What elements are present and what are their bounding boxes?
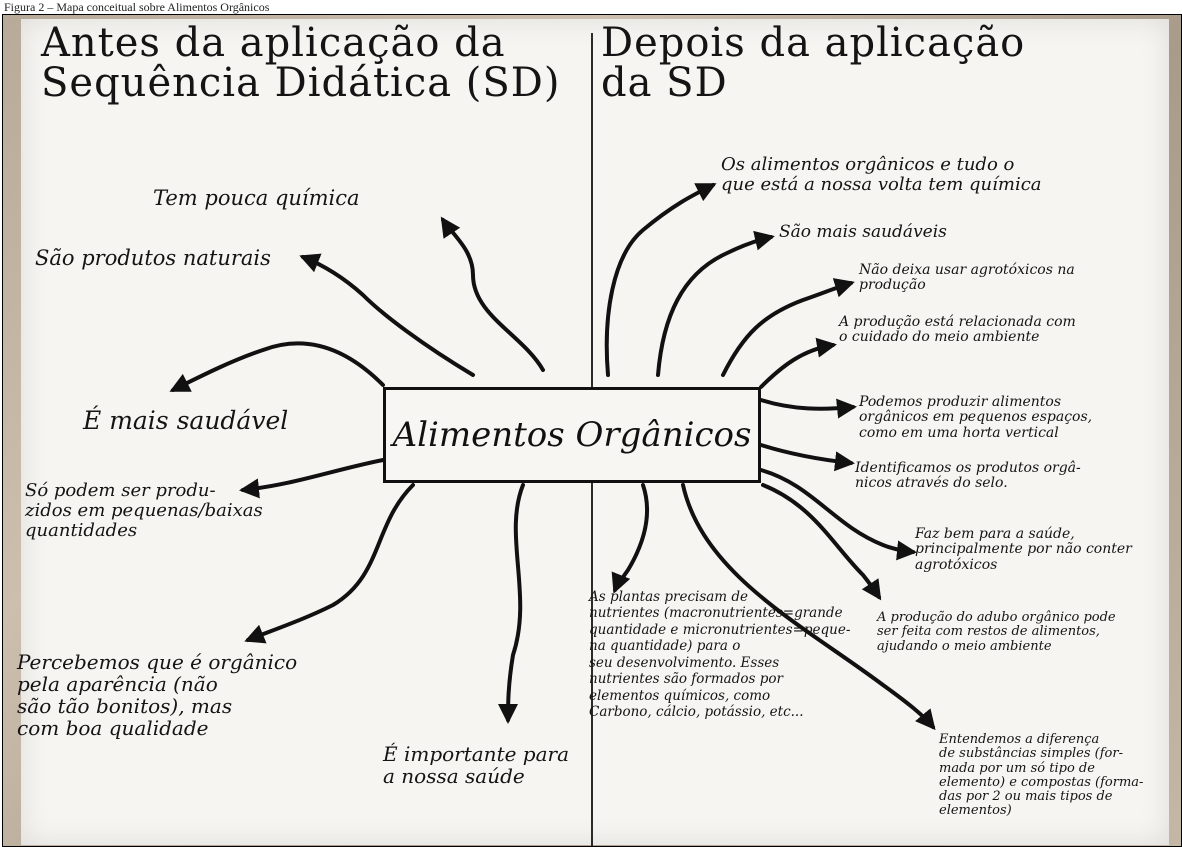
arrow-faz-bem-saude	[759, 468, 917, 561]
right-item-nutrientes: As plantas precisam de nutrientes (macro…	[589, 589, 851, 721]
arrow-adubo-organico	[761, 483, 882, 601]
arrow-agrotoxicos	[721, 278, 855, 377]
left-item-importante-saude: É importante para a nossa saúde	[383, 742, 570, 788]
left-item-produtos-naturais: São produtos naturais	[35, 246, 271, 270]
arrow-tem-pouca-quimica	[440, 216, 545, 372]
arrow-importante-saude	[498, 483, 525, 724]
left-item-pequenas-quantidades: Só podem ser produ- zidos em pequenas/ba…	[25, 480, 263, 541]
figure-caption: Figura 2 – Mapa conceitual sobre Aliment…	[4, 0, 270, 14]
right-item-tudo-tem-quimica: Os alimentos orgânicos e tudo o que está…	[721, 154, 1042, 195]
right-item-agrotoxicos: Não deixa usar agrotóxicos na produção	[859, 262, 1075, 294]
arrow-selo	[759, 443, 855, 472]
right-item-substancias: Entendemos a diferença de substâncias si…	[939, 732, 1144, 819]
left-item-mais-saudavel: É mais saudável	[83, 406, 289, 435]
right-item-meio-ambiente: A produção está relacionada com o cuidad…	[839, 314, 1076, 346]
arrow-produtos-naturais	[299, 253, 475, 377]
arrow-pequenas-quantidades	[239, 458, 385, 499]
central-concept-label: Alimentos Orgânicos	[392, 415, 752, 455]
arrows-layer	[169, 183, 936, 731]
left-title: Antes da aplicação da Sequência Didática…	[41, 20, 561, 106]
arrow-aparencia	[244, 483, 415, 644]
left-item-tem-pouca-quimica: Tem pouca química	[153, 186, 360, 210]
right-item-faz-bem-saude: Faz bem para a saúde, principalmente por…	[915, 526, 1132, 573]
right-item-horta-vertical: Podemos produzir alimentos orgânicos em …	[859, 394, 1093, 441]
left-item-aparencia: Percebemos que é orgânico pela aparência…	[17, 650, 298, 740]
right-item-mais-saudaveis: São mais saudáveis	[779, 222, 947, 242]
arrow-meio-ambiente	[759, 337, 837, 389]
arrow-nutrientes	[611, 483, 650, 594]
arrow-mais-saudavel	[169, 341, 385, 392]
arrow-tudo-tem-quimica	[604, 183, 717, 377]
arrow-horta-vertical	[759, 398, 857, 419]
arrow-substancias	[681, 483, 936, 731]
central-concept-box: Alimentos Orgânicos	[383, 387, 761, 483]
right-title: Depois da aplicação da SD	[601, 20, 1026, 106]
right-item-selo: Identificamos os produtos orgâ- nicos at…	[855, 460, 1081, 492]
right-item-adubo-organico: A produção do adubo orgânico pode ser fe…	[877, 610, 1116, 654]
photo-frame: Antes da aplicação da Sequência Didática…	[2, 14, 1182, 847]
arrow-mais-saudaveis	[656, 230, 775, 377]
